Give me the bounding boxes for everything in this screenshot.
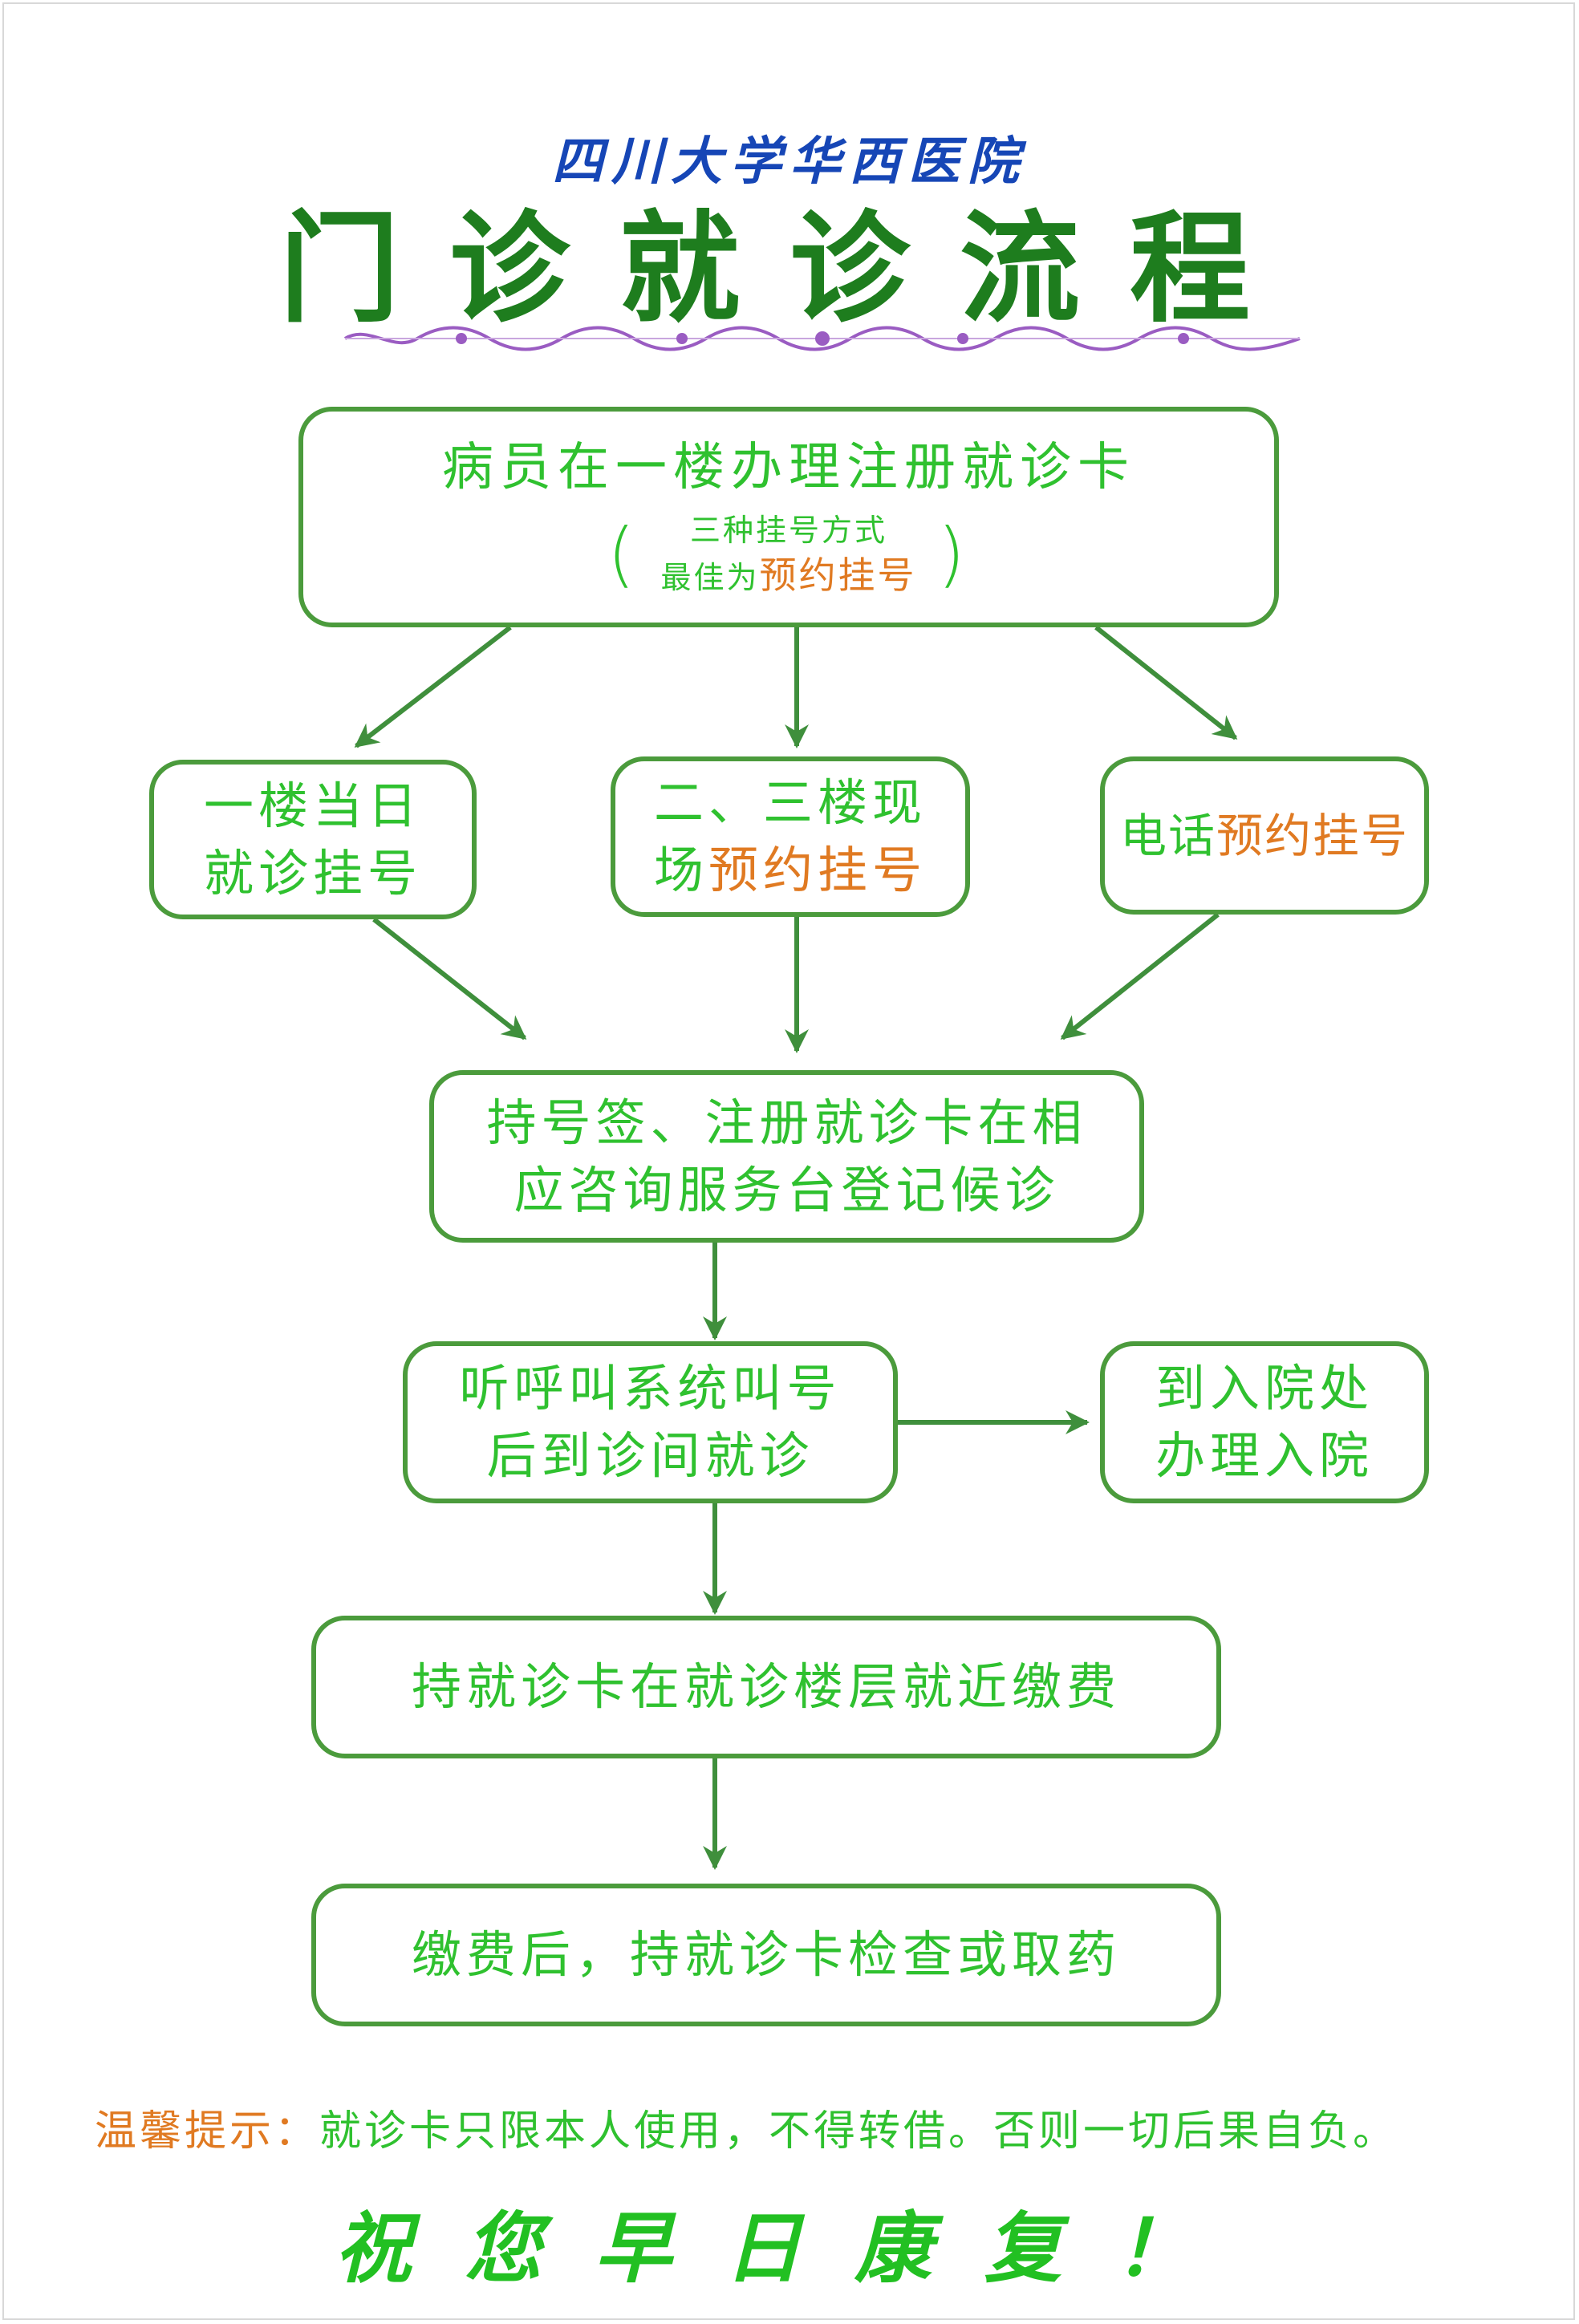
node-onsite-appointment: 二、三楼现 场预约挂号 <box>611 756 970 917</box>
node-wait-for-call: 听呼叫系统叫号 后到诊间就诊 <box>403 1341 898 1503</box>
checkin-line1: 持号签、注册就诊卡在相 <box>486 1093 1087 1152</box>
node-checkin-desk: 持号签、注册就诊卡在相 应咨询服务台登记候诊 <box>429 1070 1144 1243</box>
hospital-name: 四川大学华西医院 <box>552 132 1027 192</box>
open-paren: ( <box>607 512 640 595</box>
node-payment: 持就诊卡在就诊楼层就近缴费 <box>311 1616 1221 1758</box>
node-register-card: 病员在一楼办理注册就诊卡 ( 三种挂号方式 最佳为预约挂号 ) <box>298 407 1279 627</box>
registration-best-method: 最佳为预约挂号 <box>660 554 917 597</box>
closing-wish: 祝您早日康复！ <box>335 2203 1244 2294</box>
close-paren: ) <box>937 512 970 595</box>
title-ornament <box>343 326 1301 351</box>
page-title: 门诊就诊流程 <box>278 198 1300 339</box>
arrow-same-day-to-checkin <box>372 917 527 1040</box>
phone-line: 电话预约挂号 <box>1119 808 1410 863</box>
checkin-line2: 应咨询服务台登记候诊 <box>513 1160 1060 1219</box>
warm-reminder: 温馨提示：就诊卡只限本人使用，不得转借。否则一切后果自负。 <box>95 2097 1398 2157</box>
node-admission: 到入院处 办理入院 <box>1100 1341 1429 1503</box>
registration-methods-note: ( 三种挂号方式 最佳为预约挂号 ) <box>607 508 970 600</box>
onsite-line2: 场预约挂号 <box>653 841 928 899</box>
arrow-register-to-phone <box>1094 625 1238 740</box>
same-day-line2: 就诊挂号 <box>203 843 422 902</box>
payment-text: 持就诊卡在就诊楼层就近缴费 <box>411 1657 1121 1716</box>
node-exam-or-pharmacy: 缴费后，持就诊卡检查或取药 <box>311 1884 1221 2026</box>
register-main-text: 病员在一楼办理注册就诊卡 <box>442 438 1135 497</box>
arrow-phone-to-checkin <box>1060 912 1220 1040</box>
admission-line1: 到入院处 <box>1155 1359 1374 1418</box>
arrow-register-to-same-day <box>354 625 512 748</box>
call-line1: 听呼叫系统叫号 <box>459 1359 842 1418</box>
node-same-day-registration: 一楼当日 就诊挂号 <box>149 760 477 919</box>
onsite-line1: 二、三楼现 <box>653 773 927 832</box>
reminder-text: 就诊卡只限本人使用，不得转借。否则一切后果自负。 <box>319 2107 1398 2156</box>
reminder-label: 温馨提示： <box>95 2107 320 2156</box>
exam-text: 缴费后，持就诊卡检查或取药 <box>411 1925 1121 1984</box>
registration-methods-count: 三种挂号方式 <box>689 513 887 548</box>
same-day-line1: 一楼当日 <box>203 776 422 835</box>
node-phone-appointment: 电话预约挂号 <box>1100 756 1429 915</box>
call-line2: 后到诊间就诊 <box>486 1426 814 1485</box>
admission-line2: 办理入院 <box>1155 1426 1374 1485</box>
